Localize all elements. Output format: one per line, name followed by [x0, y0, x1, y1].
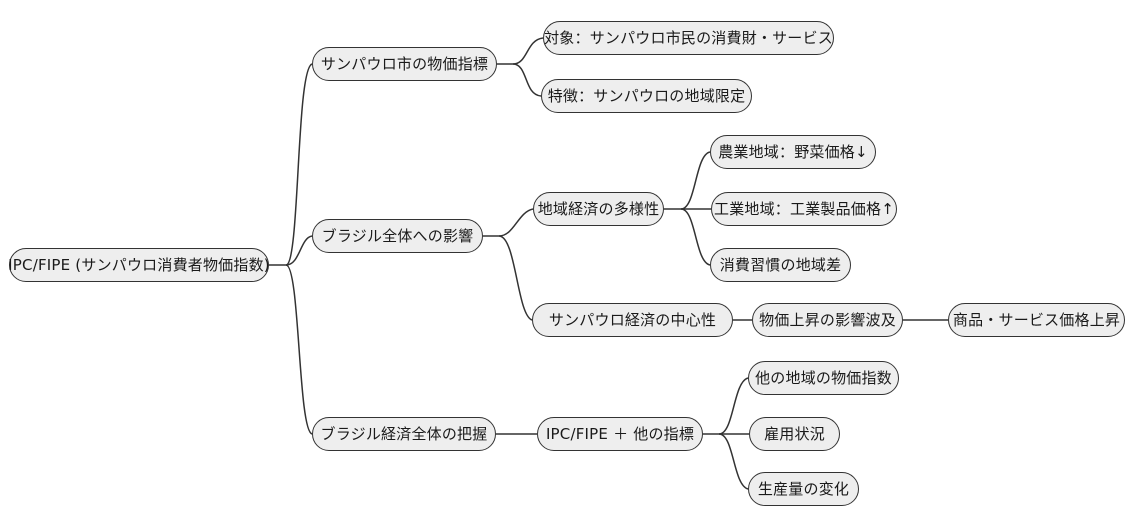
node-industry-product-price-up[interactable]: 工業地域：工業製品価格↑ — [711, 192, 897, 226]
edge-b3c1-to-g1 — [718, 377, 749, 435]
node-branch-impact-on-brazil[interactable]: ブラジル全体への影響 — [312, 219, 483, 253]
node-production-volume-change[interactable]: 生産量の変化 — [748, 472, 859, 506]
node-agriculture-vegetable-price-down[interactable]: 農業地域：野菜価格↓ — [710, 135, 876, 169]
node-goods-services-price-rise[interactable]: 商品・サービス価格上昇 — [948, 303, 1125, 337]
node-other-region-price-index[interactable]: 他の地域の物価指数 — [748, 361, 899, 395]
node-branch-overall-brazil-economy[interactable]: ブラジル経済全体の把握 — [312, 417, 496, 451]
node-feature-region-limited[interactable]: 特徴：サンパウロの地域限定 — [541, 79, 752, 113]
edge-root-to-b2 — [285, 235, 313, 266]
node-regional-economy-diversity[interactable]: 地域経済の多様性 — [533, 192, 664, 226]
node-ipc-fipe-plus-other-indicators[interactable]: IPC/FIPE ＋ 他の指標 — [537, 417, 703, 451]
node-price-rise-ripple-effect[interactable]: 物価上昇の影響波及 — [752, 303, 903, 337]
edge-b1-to-c1 — [512, 37, 544, 65]
node-root[interactable]: IPC/FIPE (サンパウロ消費者物価指数) — [8, 248, 270, 282]
node-target-consumer-goods[interactable]: 対象：サンパウロ市民の消費財・サービス — [543, 21, 834, 55]
edge-b2c1-to-g3 — [680, 208, 711, 266]
node-employment-situation[interactable]: 雇用状況 — [749, 417, 840, 451]
edge-b2c1-to-g1 — [680, 151, 711, 210]
node-consumption-habit-regional-gap[interactable]: 消費習慣の地域差 — [710, 248, 851, 282]
edge-b2-to-c2 — [498, 235, 533, 321]
edge-root-to-b1 — [285, 63, 313, 266]
node-branch-sao-paulo-price-index[interactable]: サンパウロ市の物価指標 — [312, 47, 497, 81]
node-sao-paulo-economic-centrality[interactable]: サンパウロ経済の中心性 — [532, 303, 733, 337]
edge-b3c1-to-g3 — [718, 433, 749, 490]
edge-b2-to-c1 — [498, 208, 534, 237]
edge-root-to-b3 — [285, 264, 313, 435]
edge-b1-to-c2 — [512, 63, 542, 97]
